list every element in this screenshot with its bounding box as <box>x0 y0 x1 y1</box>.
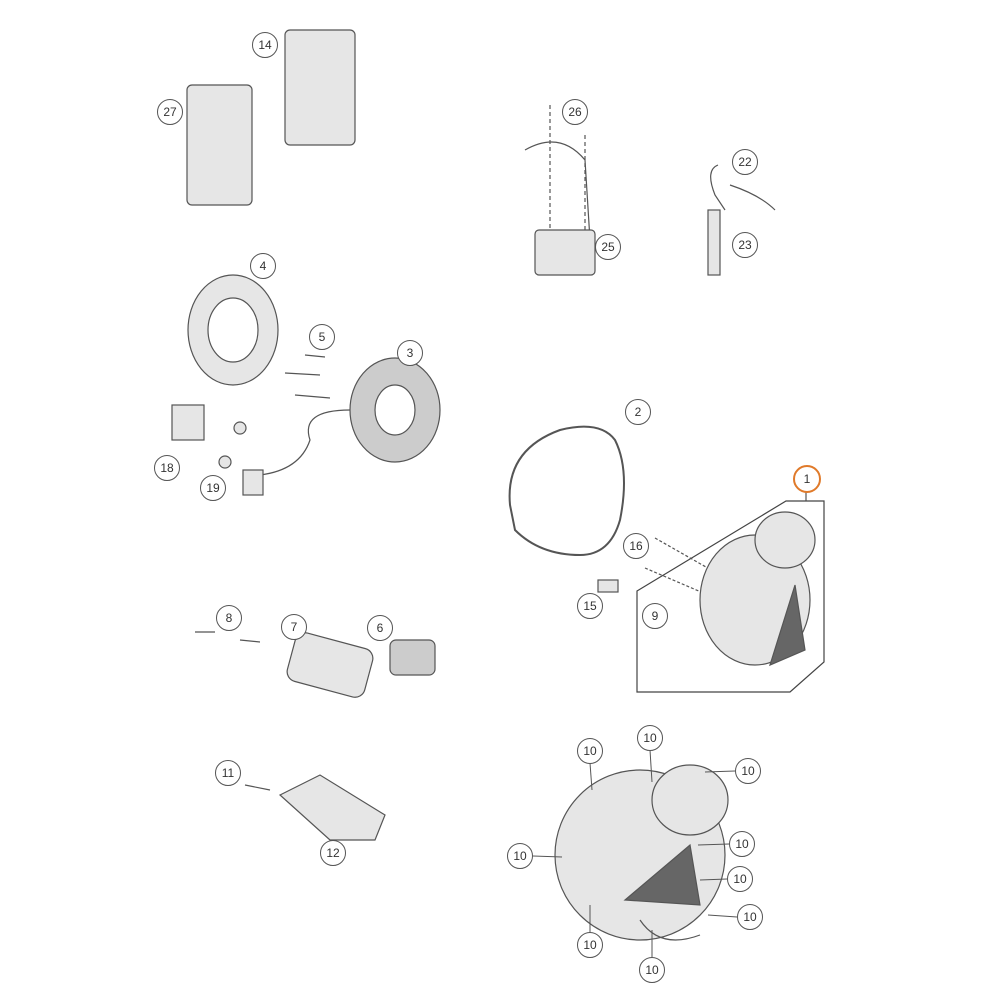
part-27-control-unit <box>186 84 253 206</box>
callout-15[interactable]: 15 <box>577 593 603 619</box>
callout-10[interactable]: 10 <box>639 957 665 983</box>
callout-14[interactable]: 14 <box>252 32 278 58</box>
part-23-spark-plug <box>707 209 721 276</box>
part-2-gasket <box>508 425 625 557</box>
callout-23[interactable]: 23 <box>732 232 758 258</box>
callout-25[interactable]: 25 <box>595 234 621 260</box>
callout-4[interactable]: 4 <box>250 253 276 279</box>
callout-12[interactable]: 12 <box>320 840 346 866</box>
part-18-sensor <box>171 404 205 441</box>
part-14-control-unit <box>284 29 356 146</box>
callout-1-highlighted[interactable]: 1 <box>793 465 821 493</box>
callout-10[interactable]: 10 <box>637 725 663 751</box>
callout-10[interactable]: 10 <box>729 831 755 857</box>
callout-22[interactable]: 22 <box>732 149 758 175</box>
callout-16[interactable]: 16 <box>623 533 649 559</box>
callout-10[interactable]: 10 <box>735 758 761 784</box>
callout-27[interactable]: 27 <box>157 99 183 125</box>
callout-6[interactable]: 6 <box>367 615 393 641</box>
callout-5[interactable]: 5 <box>309 324 335 350</box>
part-6-starter-drive <box>389 639 436 676</box>
callout-10[interactable]: 10 <box>577 738 603 764</box>
callout-10[interactable]: 10 <box>737 904 763 930</box>
callout-26[interactable]: 26 <box>562 99 588 125</box>
part-15-clip <box>597 579 619 593</box>
callout-10[interactable]: 10 <box>727 866 753 892</box>
callout-10[interactable]: 10 <box>577 932 603 958</box>
callout-2[interactable]: 2 <box>625 399 651 425</box>
callout-7[interactable]: 7 <box>281 614 307 640</box>
callout-19[interactable]: 19 <box>200 475 226 501</box>
part-25-ignition-coil <box>534 229 596 276</box>
callout-8[interactable]: 8 <box>216 605 242 631</box>
part-7-starter-motor <box>286 632 374 698</box>
part-12-cover <box>278 774 386 841</box>
callout-10[interactable]: 10 <box>507 843 533 869</box>
callout-11[interactable]: 11 <box>215 760 241 786</box>
callout-18[interactable]: 18 <box>154 455 180 481</box>
callout-9[interactable]: 9 <box>642 603 668 629</box>
callout-3[interactable]: 3 <box>397 340 423 366</box>
